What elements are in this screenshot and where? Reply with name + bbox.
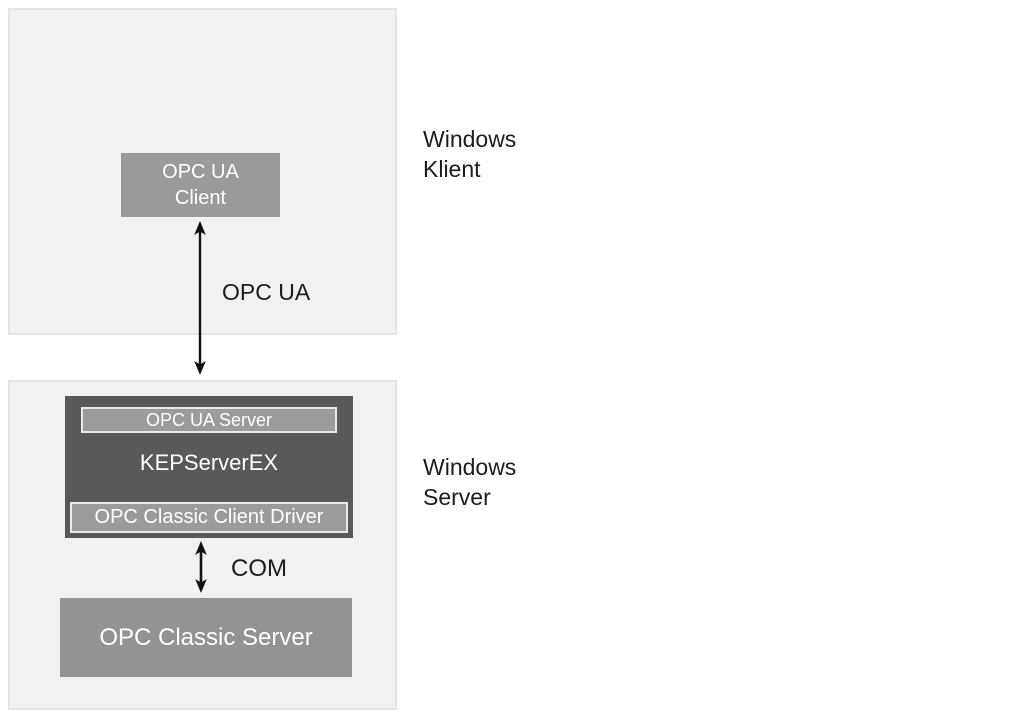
windows-server-label: Windows Server	[423, 452, 516, 512]
kepserverex-box: OPC UA Server KEPServerEX OPC Classic Cl…	[65, 396, 353, 538]
opc-ua-server-module: OPC UA Server	[81, 407, 337, 433]
com-connection-label: COM	[231, 555, 287, 582]
opc-ua-client-box: OPC UA Client	[121, 153, 280, 217]
windows-klient-label: Windows Klient	[423, 124, 516, 184]
opc-ua-connection-label: OPC UA	[222, 279, 311, 305]
opc-ua-client-label-line2: Client	[174, 187, 227, 209]
windows-server-label-line1: Windows	[423, 454, 517, 480]
windows-server-label-line2: Server	[423, 484, 491, 510]
windows-klient-label-line1: Windows	[423, 126, 517, 152]
opc-classic-client-driver-module: OPC Classic Client Driver	[70, 502, 348, 533]
opc-ua-client-label-line1: OPC UA	[162, 161, 239, 183]
kepserverex-title: KEPServerEX	[139, 450, 279, 475]
opc-ua-double-arrow-icon	[194, 221, 206, 375]
opc-classic-server-box: OPC Classic Server	[60, 598, 352, 677]
windows-klient-label-line2: Klient	[423, 156, 481, 182]
opc-classic-server-label: OPC Classic Server	[99, 623, 313, 651]
com-double-arrow-icon	[195, 541, 207, 593]
